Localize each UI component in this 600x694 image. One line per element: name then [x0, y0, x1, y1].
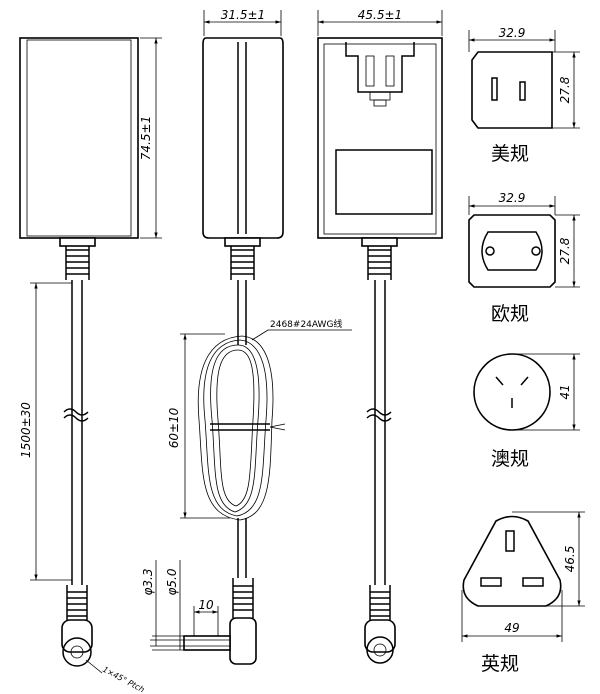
us-plug-label: 美规	[491, 143, 529, 165]
front-view: 31.5±1 2468#24AWG线	[141, 8, 352, 665]
height-dimension: 74.5±1	[139, 116, 153, 160]
width-315-dimension: 31.5±1	[221, 8, 265, 22]
eu-height-dimension: 27.8	[558, 237, 572, 264]
top-view: 45.5±1	[317, 8, 443, 664]
au-plug-label: 澳规	[491, 448, 529, 470]
us-plug: 32.9 27.8 美规	[468, 26, 580, 165]
eu-width-dimension: 32.9	[499, 191, 526, 205]
cable-length-dimension: 1500±30	[19, 402, 33, 458]
eu-plug-label: 欧规	[491, 303, 529, 325]
wire-spec-label: 2468#24AWG线	[270, 318, 342, 330]
plug-length-dimension: 10	[198, 598, 214, 612]
uk-width-dimension: 49	[504, 621, 519, 635]
uk-height-dimension: 46.5	[563, 546, 577, 573]
phi-33-dimension: φ3.3	[141, 569, 155, 596]
us-width-dimension: 32.9	[499, 26, 526, 40]
eu-plug: 32.9 27.8 欧规	[468, 191, 580, 325]
au-plug: 41 澳规	[473, 353, 580, 470]
adapter-body-side	[19, 37, 139, 239]
uk-plug: 46.5 49 英规	[461, 511, 585, 675]
tip-note: 1×45° Ptch	[101, 665, 146, 694]
us-height-dimension: 27.8	[558, 76, 572, 103]
uk-plug-label: 英规	[481, 653, 519, 675]
au-dia-dimension: 41	[558, 384, 572, 399]
phi-50-dimension: φ5.0	[165, 568, 179, 595]
coil-length-dimension: 60±10	[167, 407, 181, 448]
width-455-dimension: 45.5±1	[358, 8, 402, 22]
